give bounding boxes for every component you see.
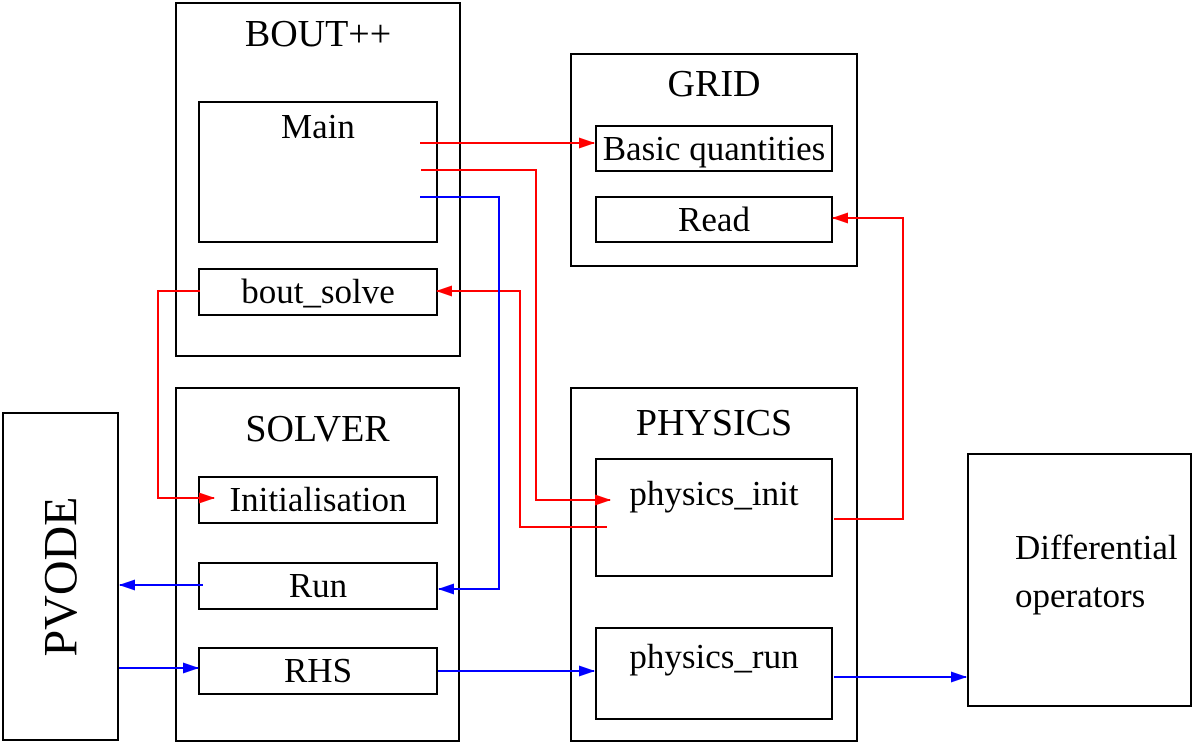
differential-operators-label-line1: Differential: [1015, 528, 1178, 567]
solver-title: SOLVER: [245, 408, 390, 450]
pvode-box: PVODE: [2, 412, 119, 741]
physics-title: PHYSICS: [635, 402, 793, 444]
physics-init-label: physics_init: [629, 474, 799, 513]
basic-quantities-label: Basic quantities: [602, 128, 826, 168]
bout-solve-label: bout_solve: [241, 272, 395, 311]
run-box: Run: [198, 562, 438, 610]
initialisation-label: Initialisation: [229, 480, 407, 519]
rhs-box: RHS: [198, 647, 438, 695]
physics-init-box: physics_init: [595, 458, 833, 577]
basic-quantities-box: Basic quantities: [595, 125, 833, 172]
main-label: Main: [281, 107, 355, 146]
bout-title: BOUT++: [244, 13, 392, 55]
grid-title: GRID: [667, 63, 761, 105]
run-label: Run: [288, 566, 348, 605]
differential-operators-box: Differential operators: [967, 453, 1192, 707]
rhs-label: RHS: [283, 651, 353, 690]
main-box: Main: [198, 101, 438, 243]
pvode-label: PVODE: [34, 496, 88, 657]
physics-run-label: physics_run: [629, 637, 799, 676]
bout-solve-box: bout_solve: [198, 268, 438, 316]
initialisation-box: Initialisation: [198, 476, 438, 524]
read-box: Read: [595, 196, 833, 243]
differential-operators-label-line2: operators: [1015, 576, 1146, 615]
read-label: Read: [678, 199, 750, 239]
physics-run-box: physics_run: [595, 627, 833, 720]
